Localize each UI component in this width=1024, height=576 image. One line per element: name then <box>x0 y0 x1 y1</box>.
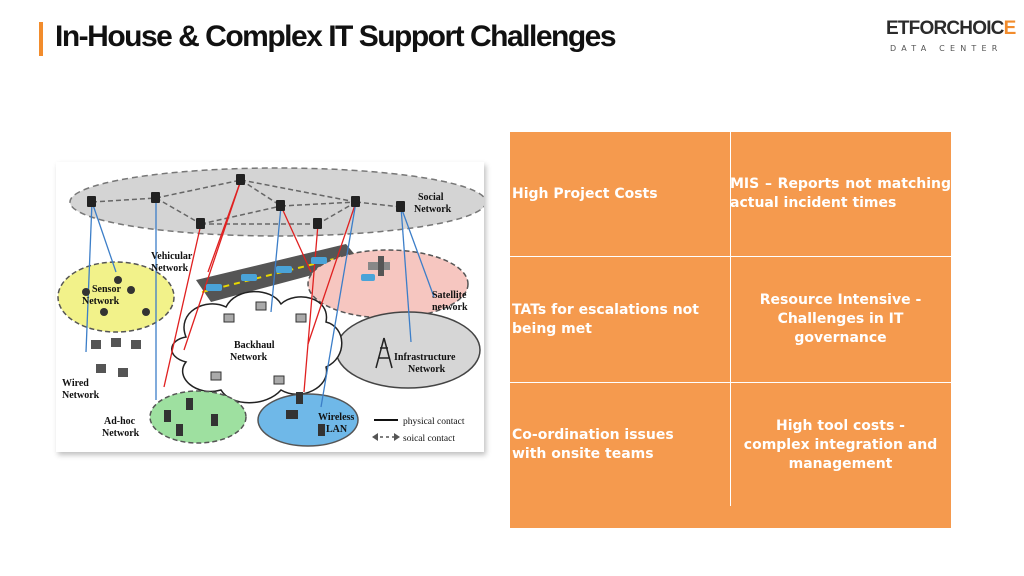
challenge-cell-4: Resource Intensive - Challenges in IT go… <box>730 257 951 382</box>
title-accent-bar <box>39 22 43 56</box>
challenge-cell-2: MIS – Reports not matching actual incide… <box>730 132 951 256</box>
wireless-lan-region <box>257 393 359 447</box>
legend-social-contact: soical contact <box>403 434 455 444</box>
challenge-text-2: MIS – Reports not matching actual incide… <box>730 176 951 211</box>
grid-vertical-divider <box>730 132 731 506</box>
challenge-cell-3: TATs for escalations not being met <box>510 257 731 382</box>
adhoc-network-region <box>149 390 247 444</box>
logo-wordmark-end: E <box>1003 18 1017 39</box>
challenge-text-6: High tool costs - complex integration an… <box>743 417 938 472</box>
page-title: In-House & Complex IT Support Challenges <box>55 20 617 53</box>
grid-row-divider-1 <box>510 256 951 257</box>
challenge-text-3: TATs for escalations not being met <box>512 301 699 337</box>
netforchoice-logo: ETFORCHOICE DATA CENTER <box>884 16 1016 60</box>
diagram-legend: physical contact soical contact <box>372 417 465 444</box>
logo-wordmark: ETFORCHOICE <box>886 17 1017 41</box>
satellite-icon <box>368 256 390 276</box>
challenge-text-1: High Project Costs <box>512 185 658 202</box>
grid-row-divider-2 <box>510 382 951 383</box>
logo-wordmark-main: ETFORCHOIC <box>886 18 1004 39</box>
legend-physical-contact: physical contact <box>403 417 465 427</box>
challenge-cell-5: Co-ordination issues with onsite teams <box>510 383 731 507</box>
infrastructure-network-region <box>335 311 481 389</box>
challenges-grid: High Project Costs MIS – Reports not mat… <box>510 132 951 528</box>
challenge-cell-1: High Project Costs <box>510 132 731 256</box>
challenge-text-4: Resource Intensive - Challenges in IT go… <box>759 292 922 346</box>
cell-tower-icon <box>375 337 393 369</box>
logo-wordmark-row: ETFORCHOICE <box>884 16 1016 42</box>
satellite-network-region <box>307 249 469 319</box>
challenge-text-5: Co-ordination issues with onsite teams <box>512 427 674 462</box>
challenge-cell-6: High tool costs - complex integration an… <box>730 383 951 507</box>
logo-tagline: DATA CENTER <box>890 44 1003 53</box>
